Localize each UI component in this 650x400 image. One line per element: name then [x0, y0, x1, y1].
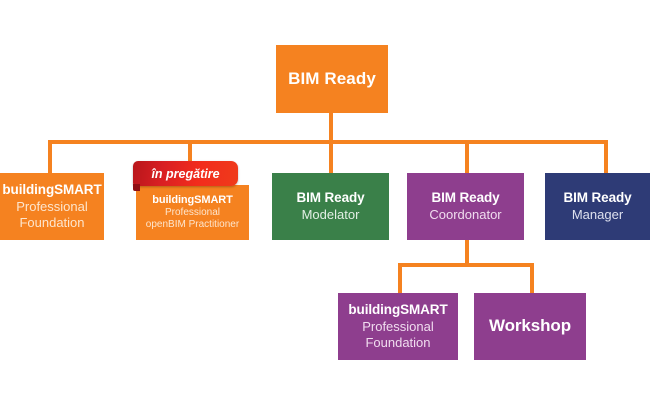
node-title: buildingSMART — [2, 182, 102, 198]
node-bs-professional-foundation[interactable]: buildingSMART Professional Foundation — [0, 173, 104, 240]
connector-drop-child-1 — [48, 140, 52, 173]
connector-drop-subchild-2 — [530, 263, 534, 294]
node-subtitle: Coordonator — [429, 206, 502, 222]
connector-drop-subchild-1 — [398, 263, 402, 294]
node-subtitle-2: openBIM Practitioner — [145, 219, 240, 231]
status-badge-label: în pregătire — [151, 166, 220, 181]
connector-drop-child-4 — [465, 140, 469, 173]
node-title: buildingSMART — [152, 193, 233, 206]
node-bs-professional-foundation-sub[interactable]: buildingSMART Professional Foundation — [338, 293, 458, 360]
node-subtitle: Manager — [571, 206, 624, 222]
node-bim-ready-root[interactable]: BIM Ready — [276, 45, 388, 113]
node-bim-ready-modelator[interactable]: BIM Ready Modelator — [272, 173, 389, 240]
node-title: buildingSMART — [348, 302, 448, 318]
node-title: BIM Ready — [296, 190, 365, 206]
connector-root-stem — [329, 113, 333, 144]
connector-level2-bus — [48, 140, 608, 144]
node-title: BIM Ready — [431, 190, 500, 206]
connector-drop-child-3 — [329, 140, 333, 173]
node-bim-ready-coordonator[interactable]: BIM Ready Coordonator — [407, 173, 524, 240]
node-subtitle-2: Foundation — [19, 214, 85, 230]
connector-coordonator-stem — [465, 240, 469, 266]
status-badge-in-pregatire: în pregătire — [133, 161, 238, 191]
node-subtitle: Professional — [164, 207, 221, 219]
node-subtitle: Professional — [362, 318, 434, 334]
connector-drop-child-2 — [188, 140, 192, 173]
node-bs-openbim-practitioner[interactable]: buildingSMART Professional openBIM Pract… — [136, 185, 249, 240]
node-title: BIM Ready — [288, 68, 376, 88]
node-subtitle-2: Foundation — [365, 334, 431, 350]
node-title: Workshop — [488, 316, 571, 336]
node-subtitle: Professional — [16, 198, 88, 214]
connector-level3-bus — [398, 263, 534, 267]
connector-drop-child-5 — [604, 140, 608, 173]
node-bim-ready-manager[interactable]: BIM Ready Manager — [545, 173, 650, 240]
node-workshop[interactable]: Workshop — [474, 293, 586, 360]
node-subtitle: Modelator — [301, 206, 360, 222]
node-title: BIM Ready — [563, 190, 632, 206]
